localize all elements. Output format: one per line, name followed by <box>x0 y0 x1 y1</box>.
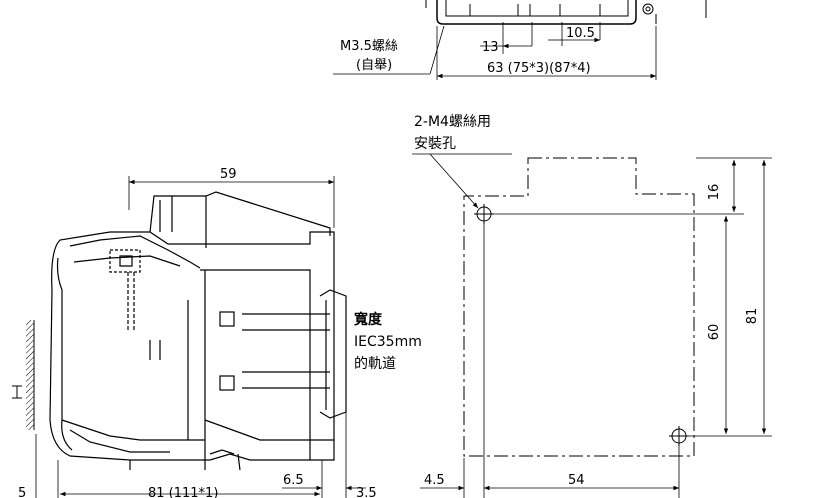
dim-59-label: 59 <box>220 167 237 182</box>
rail-label-line1: 寬度 <box>353 311 383 328</box>
mounting-wall <box>12 320 35 430</box>
dim-16-label: 16 <box>707 184 722 201</box>
dim-60-label: 60 <box>707 324 722 341</box>
side-dimensions <box>35 176 366 498</box>
mounting-outline <box>463 157 695 457</box>
top-view <box>425 0 707 25</box>
top-dimensions <box>333 22 657 80</box>
screw-label-line1: M3.5螺絲 <box>340 39 398 54</box>
dim-5-label: 5 <box>18 486 26 498</box>
dim-63-label: 63 (75*3)(87*4) <box>487 61 591 76</box>
hole-label-line1: 2-M4螺絲用 <box>414 114 491 130</box>
dim-4-5-label: 4.5 <box>424 473 445 488</box>
rail-label-line3: 的軌道 <box>354 356 396 372</box>
dim-13-label: 13 <box>482 40 499 55</box>
dim-81-label: 81 <box>745 308 760 325</box>
mounting-holes <box>474 204 689 446</box>
hole-label-line2: 安裝孔 <box>414 136 456 152</box>
screw-label-line2: (自舉) <box>356 57 392 73</box>
rail-label-line2: IEC35mm <box>354 334 422 350</box>
mount-dimensions <box>412 153 772 498</box>
dim-81-bottom-label: 81 (111*1) <box>148 486 218 498</box>
dim-54-label: 54 <box>568 473 585 488</box>
dim-6-5-label: 6.5 <box>283 473 304 488</box>
dim-3-5-label: 3.5 <box>356 486 377 498</box>
side-view-body <box>49 191 347 471</box>
dim-10-5-label: 10.5 <box>566 26 595 41</box>
